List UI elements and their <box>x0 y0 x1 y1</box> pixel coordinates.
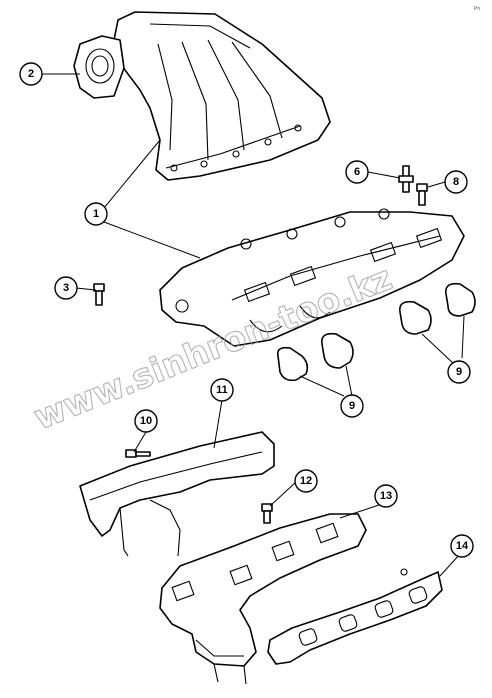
callout-11: 11 <box>210 378 234 402</box>
callout-14: 14 <box>450 534 474 558</box>
svg-text:10: 10 <box>140 415 152 427</box>
heat-shield <box>79 431 275 557</box>
bolt-8 <box>416 183 428 206</box>
exhaust-manifold <box>159 513 367 685</box>
callout-1: 1 <box>84 202 108 226</box>
intake-gaskets <box>276 282 476 382</box>
intake-manifold <box>159 208 465 347</box>
callout-3: 3 <box>54 276 78 300</box>
svg-text:2: 2 <box>28 68 34 80</box>
stud-6 <box>398 165 414 193</box>
svg-text:13: 13 <box>380 490 392 502</box>
bolt-12 <box>261 503 273 524</box>
leader-lines <box>41 73 465 577</box>
svg-text:8: 8 <box>453 176 459 188</box>
callout-12: 12 <box>294 469 318 493</box>
svg-text:11: 11 <box>216 384 228 396</box>
svg-text:9: 9 <box>456 366 462 378</box>
bolt-10 <box>125 449 151 458</box>
callout-6: 6 <box>345 160 369 184</box>
svg-text:9: 9 <box>349 400 355 412</box>
svg-text:1: 1 <box>93 208 99 220</box>
callout-8: 8 <box>444 170 468 194</box>
exhaust-gasket <box>267 568 443 665</box>
callout-9-left: 9 <box>340 394 364 418</box>
svg-text:6: 6 <box>354 166 360 178</box>
intake-plenum <box>73 11 331 181</box>
bolt-3 <box>93 283 105 306</box>
callout-9-right: 9 <box>447 360 471 384</box>
corner-mark: Pn <box>474 6 480 12</box>
svg-text:14: 14 <box>456 540 469 552</box>
callout-13: 13 <box>374 484 398 508</box>
callout-10: 10 <box>134 409 158 433</box>
svg-text:3: 3 <box>63 282 69 294</box>
callout-2: 2 <box>19 62 43 86</box>
svg-text:12: 12 <box>300 475 312 487</box>
